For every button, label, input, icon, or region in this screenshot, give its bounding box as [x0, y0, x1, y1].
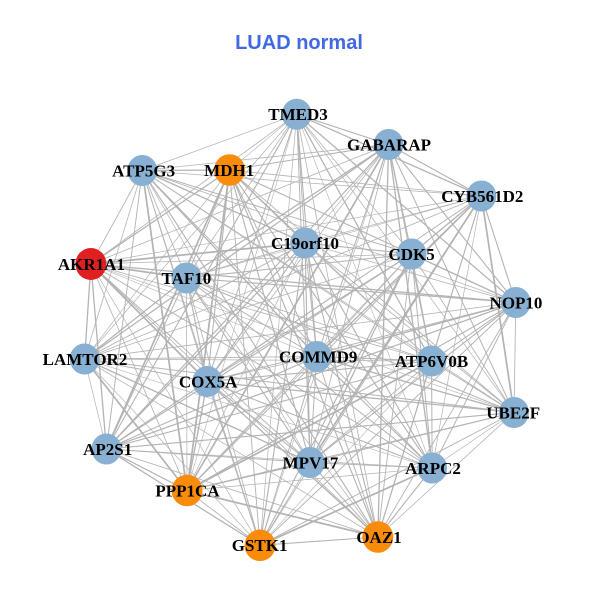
svg-text:UBE2F: UBE2F — [486, 403, 540, 422]
svg-text:CYB561D2: CYB561D2 — [441, 187, 523, 206]
svg-text:LAMTOR2: LAMTOR2 — [43, 350, 128, 369]
svg-text:GSTK1: GSTK1 — [232, 536, 288, 555]
svg-text:ATP5G3: ATP5G3 — [112, 161, 175, 180]
svg-text:LUAD normal: LUAD normal — [235, 32, 363, 54]
svg-text:ATP6V0B: ATP6V0B — [395, 352, 468, 371]
svg-text:PPP1CA: PPP1CA — [155, 481, 220, 500]
svg-text:CDK5: CDK5 — [388, 245, 434, 264]
svg-text:OAZ1: OAZ1 — [356, 528, 401, 547]
svg-text:MDH1: MDH1 — [204, 161, 254, 180]
svg-text:TAF10: TAF10 — [162, 269, 212, 288]
svg-text:TMED3: TMED3 — [268, 105, 328, 124]
svg-text:AP2S1: AP2S1 — [83, 440, 132, 459]
svg-text:GABARAP: GABARAP — [347, 135, 431, 154]
svg-text:MPV17: MPV17 — [283, 453, 339, 472]
svg-text:AKR1A1: AKR1A1 — [58, 255, 125, 274]
svg-text:ARPC2: ARPC2 — [405, 459, 461, 478]
svg-text:C19orf10: C19orf10 — [271, 234, 339, 253]
svg-text:NOP10: NOP10 — [490, 293, 543, 312]
svg-text:COMMD9: COMMD9 — [279, 347, 357, 366]
svg-text:COX5A: COX5A — [179, 372, 238, 391]
